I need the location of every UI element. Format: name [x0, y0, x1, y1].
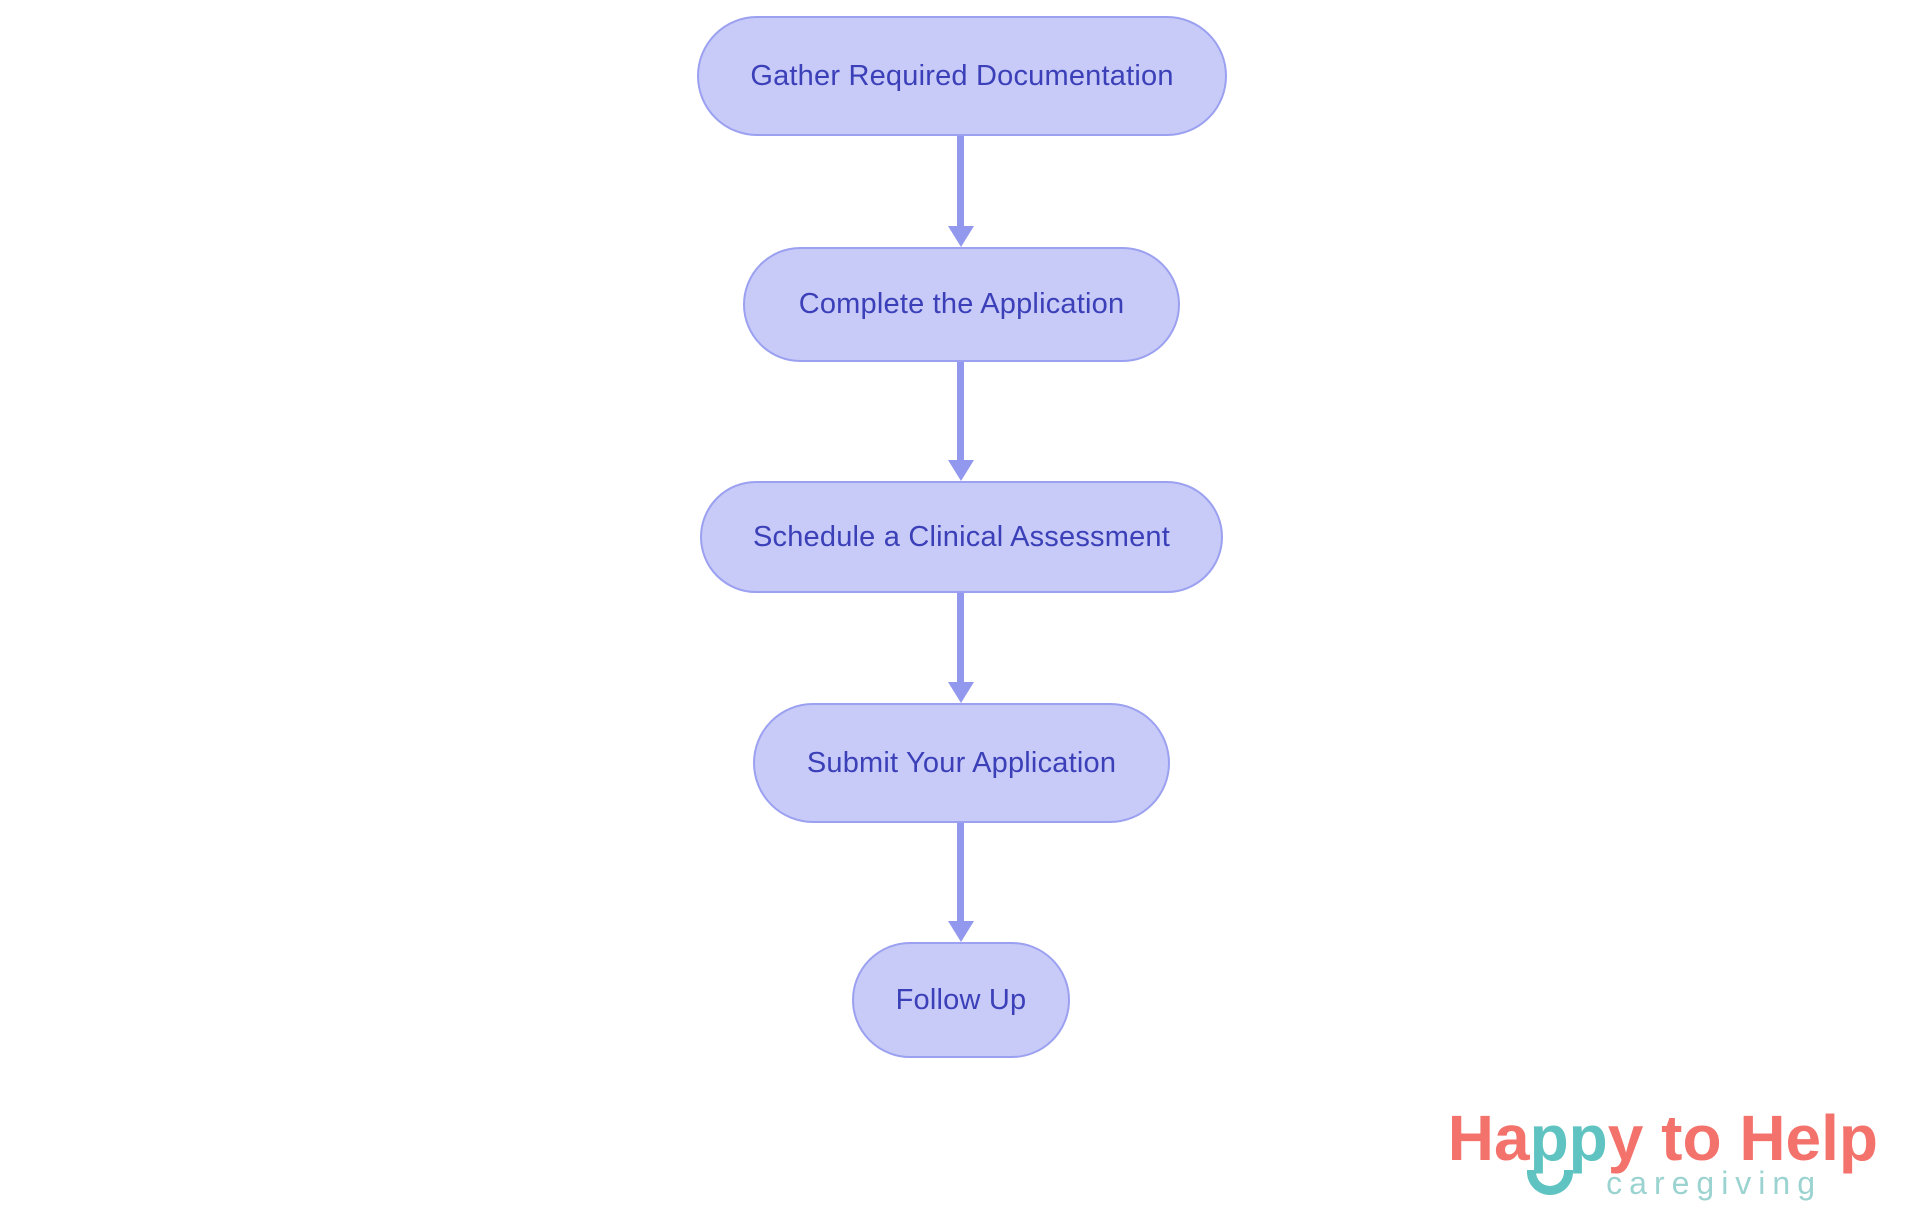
- flow-node-label: Complete the Application: [798, 288, 1125, 320]
- flow-node-schedule-clinical-assessment: Schedule a Clinical Assessment: [700, 481, 1223, 593]
- arrow-shaft: [957, 362, 964, 464]
- flow-arrow-4: [948, 823, 974, 942]
- logo-segment: y to Help: [1607, 1102, 1878, 1174]
- logo-segment: pp: [1529, 1102, 1608, 1174]
- flow-arrow-1: [948, 136, 974, 247]
- arrowhead-down-icon: [948, 460, 974, 481]
- arrowhead-down-icon: [948, 682, 974, 703]
- arrow-shaft: [957, 823, 964, 925]
- flow-node-label: Gather Required Documentation: [750, 59, 1174, 92]
- flow-node-submit-your-application: Submit Your Application: [753, 703, 1170, 823]
- smile-icon: [1527, 1170, 1573, 1195]
- arrowhead-down-icon: [948, 921, 974, 942]
- flow-node-follow-up: Follow Up: [852, 942, 1070, 1058]
- logo-segment: Ha: [1447, 1102, 1530, 1174]
- flow-node-complete-the-application: Complete the Application: [743, 247, 1180, 362]
- arrow-shaft: [957, 136, 964, 230]
- flow-arrow-3: [948, 593, 974, 703]
- flow-node-label: Schedule a Clinical Assessment: [752, 520, 1171, 553]
- happy-to-help-logo: Happy to Help caregiving: [1448, 1103, 1878, 1202]
- flow-node-label: Submit Your Application: [806, 746, 1117, 779]
- logo-tagline: caregiving: [1606, 1165, 1822, 1202]
- logo-wordmark: Happy to Help: [1448, 1103, 1878, 1173]
- arrow-shaft: [957, 593, 964, 686]
- arrowhead-down-icon: [948, 226, 974, 247]
- flow-node-label: Follow Up: [895, 983, 1027, 1016]
- flow-arrow-2: [948, 362, 974, 481]
- flow-node-gather-required-documentation: Gather Required Documentation: [697, 16, 1227, 136]
